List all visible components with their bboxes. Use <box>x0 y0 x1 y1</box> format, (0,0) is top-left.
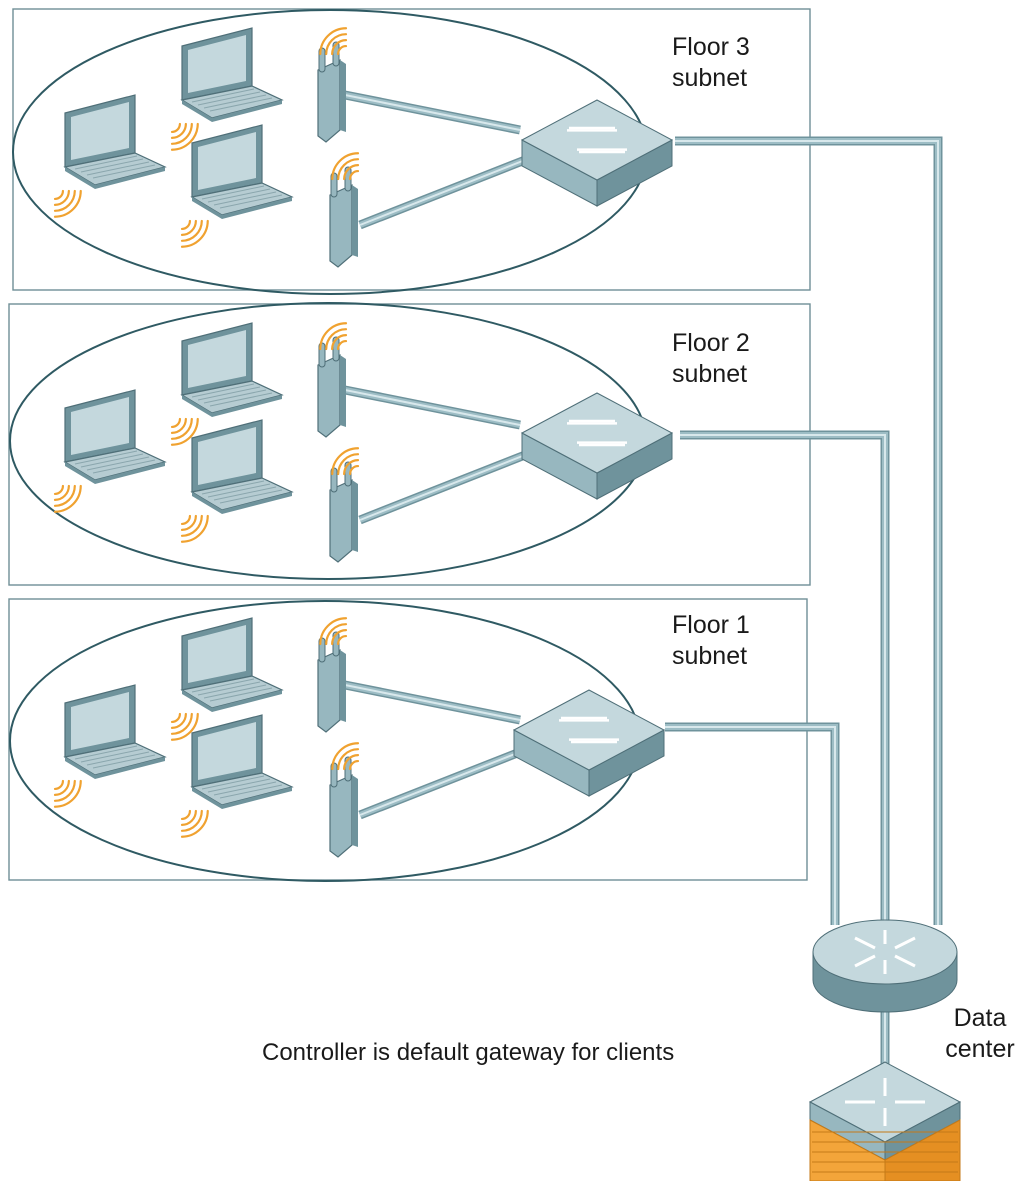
floor-3-laptop-left-wifi <box>53 189 82 218</box>
floor-3-ap1-link <box>344 90 521 135</box>
floor-3-switch <box>520 99 674 207</box>
floor-1-uplink-cable <box>665 722 840 925</box>
floor-3-laptop-right-wifi <box>180 219 209 248</box>
gateway-caption: Controller is default gateway for client… <box>262 1039 675 1066</box>
floor-1-ap-lower <box>329 742 360 858</box>
floor-2-label: Floor 2 subnet <box>672 328 812 390</box>
floor-2-switch <box>520 392 674 500</box>
floor-1-laptop-left <box>53 684 167 808</box>
floor-3-ap-upper <box>317 27 348 143</box>
floor-2-label-line2: subnet <box>672 360 748 388</box>
floor-1-laptop-top-wifi <box>170 712 199 741</box>
floor-2-laptop-right-wifi <box>180 514 209 543</box>
floor-1-ap-upper <box>317 617 348 733</box>
router-top <box>812 919 958 985</box>
floor-1-label: Floor 1 subnet <box>672 610 812 672</box>
floor-1-label-line2: subnet <box>672 642 748 670</box>
floor-3-uplink-cable <box>675 136 943 925</box>
floor-3-ap-lower <box>329 152 360 268</box>
floor-2-uplink-cable <box>680 430 890 925</box>
floor-2-box <box>8 303 811 586</box>
floor-2-ap1-link <box>344 385 521 430</box>
floor-2-laptop-left-wifi <box>53 484 82 513</box>
floor-1-switch <box>512 689 666 797</box>
floor-2-laptop-left <box>53 389 167 513</box>
floor-2-switch-top <box>520 392 674 474</box>
floor-3-switch-top <box>520 99 674 181</box>
firewall-brick-left <box>809 1119 886 1181</box>
floor-3-laptop-top <box>170 27 284 151</box>
floor-2-ap-upper-wifi <box>319 322 348 351</box>
floor-1-label-line1: Floor 1 <box>672 611 750 639</box>
floor-1-ap-lower-wifi <box>331 742 360 771</box>
data-center-firewall <box>808 1061 962 1181</box>
floor-1-ap2-link <box>358 745 527 820</box>
floor-2-label-line1: Floor 2 <box>672 329 750 357</box>
floor-2-ap-lower <box>329 447 360 563</box>
floor-1-box <box>8 598 808 881</box>
floor-3-laptop-top-wifi <box>170 122 199 151</box>
floor-3-label-line1: Floor 3 <box>672 33 750 61</box>
floor-1-switch-top <box>512 689 666 771</box>
floor-1-laptop-right <box>180 714 294 838</box>
floor-2-ap2-link <box>358 450 527 525</box>
floor-2-laptop-top <box>170 322 284 446</box>
data-center-label-line2: center <box>945 1035 1015 1063</box>
floor-2-ap-upper <box>317 322 348 438</box>
floor-3-label-line2: subnet <box>672 64 748 92</box>
floor-3-laptop-left <box>53 94 167 218</box>
floor-1-ap-upper-wifi <box>319 617 348 646</box>
floor-2-ap-lower-wifi <box>331 447 360 476</box>
floor-2-laptop-right <box>180 419 294 543</box>
floor-1-laptop-left-wifi <box>53 779 82 808</box>
controller-router <box>812 919 958 1013</box>
firewall-brick-right <box>884 1119 961 1181</box>
floor-3-ap2-link <box>358 155 527 230</box>
data-center-label-line1: Data <box>953 1004 1007 1032</box>
floor-3-laptop-right <box>180 124 294 248</box>
floor-1-ap1-link <box>344 680 521 725</box>
floor-3-label: Floor 3 subnet <box>672 32 812 94</box>
floor-3-ap-upper-wifi <box>319 27 348 56</box>
floor-2-laptop-top-wifi <box>170 417 199 446</box>
floor-1-laptop-top <box>170 617 284 741</box>
floor-3-ap-lower-wifi <box>331 152 360 181</box>
data-center-label: Data center <box>930 1003 1023 1065</box>
floor-1-laptop-right-wifi <box>180 809 209 838</box>
